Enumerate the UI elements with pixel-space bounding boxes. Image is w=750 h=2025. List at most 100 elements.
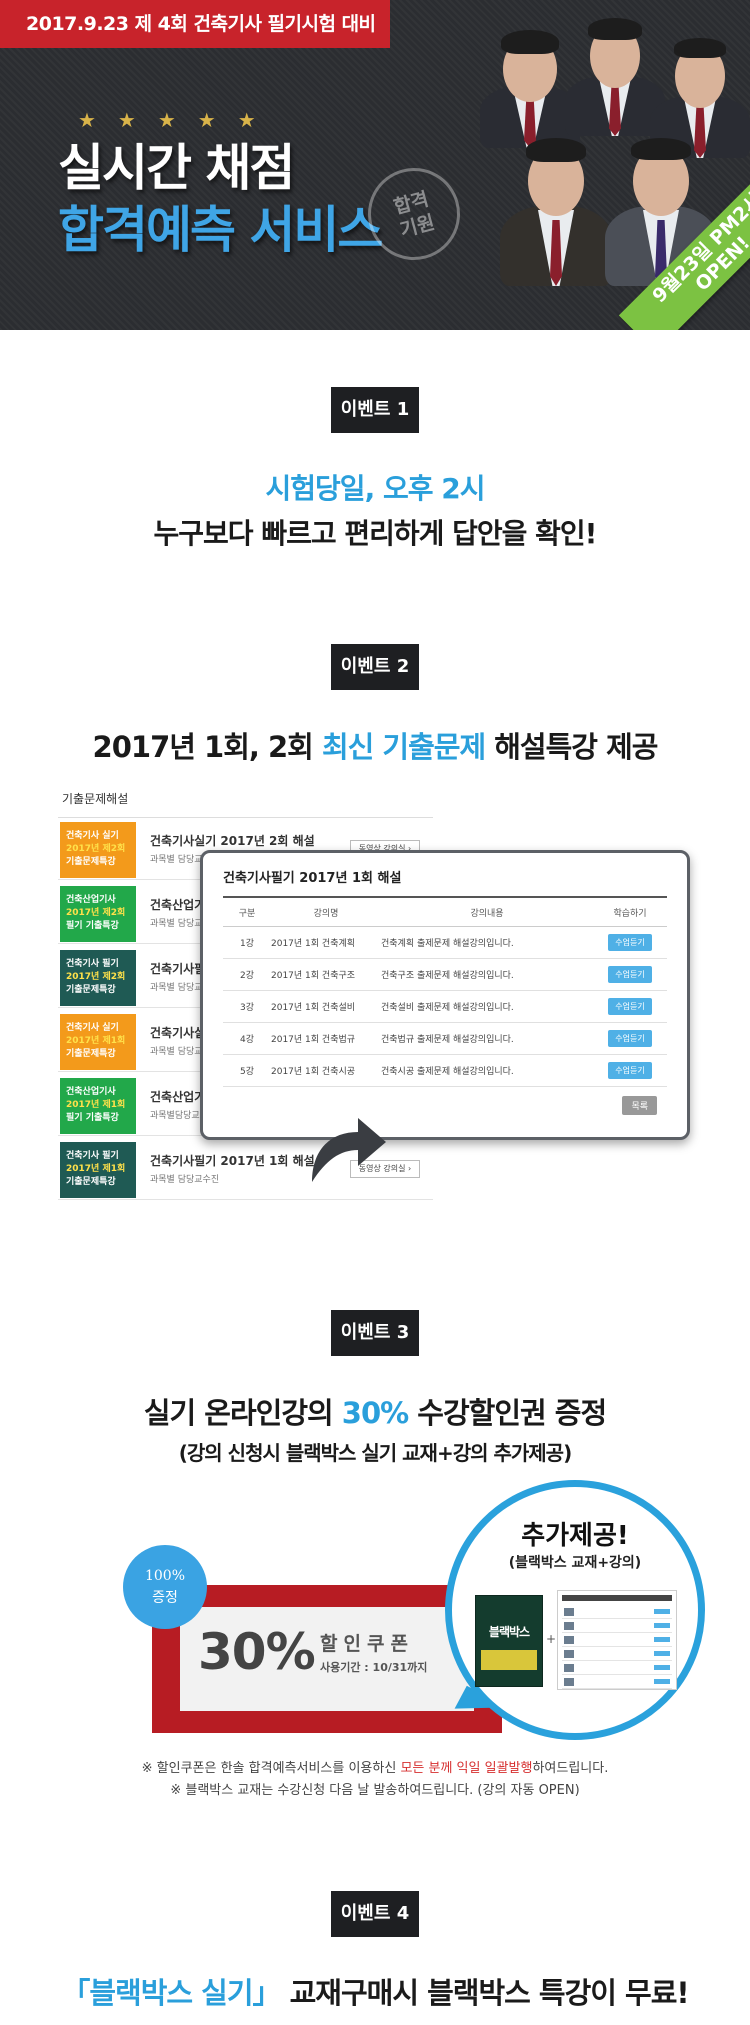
col-header: 구분 [223, 900, 271, 927]
instructor-photo [650, 28, 750, 158]
row-title[interactable]: 건축기사필 [150, 962, 206, 976]
bubble-subtitle: (블랙박스 교재+강의) [508, 1555, 642, 1571]
lecture-no: 2강 [223, 958, 271, 991]
event3-headline-c: 수강할인권 증정 [408, 1396, 607, 1430]
col-header: 강의내용 [381, 900, 593, 927]
badge-line2: 2017년 제1회 [66, 1164, 126, 1174]
lecture-name: 2017년 1회 건축설비 [271, 990, 381, 1023]
note1-b: 모든 분께 익일 일괄발행 [400, 1761, 533, 1776]
lecture-desc: 건축구조 출제문제 해설강의입니다. [381, 958, 593, 991]
row-subtitle: 과목별담당교 [150, 1111, 200, 1121]
row-title[interactable]: 건축산업기 [150, 1090, 206, 1104]
badge-line1: 건축기사 필기 [66, 1151, 119, 1161]
row-subtitle: 과목별 담당교수진 [150, 1175, 220, 1185]
bubble-title: 추가제공! [521, 1521, 629, 1551]
event1-line1: 시험당일, 오후 2시 [265, 472, 486, 505]
gift-line1: 100% [144, 1568, 186, 1584]
gift-circle: 100% 증정 [123, 1545, 207, 1629]
row-title[interactable]: 건축기사실기 2017년 2회 해설 [150, 834, 315, 848]
instructor-photo [500, 126, 612, 286]
event3-headline: 실기 온라인강의 30% 수강할인권 증정 [0, 1390, 750, 1432]
col-header: 학습하기 [593, 900, 667, 927]
row-title[interactable]: 건축기사실 [150, 1026, 206, 1040]
badge-line1: 건축기사 필기 [66, 959, 119, 969]
gift-line2: 증정 [152, 1590, 178, 1606]
badge-line3: 기출문제특강 [66, 1177, 116, 1187]
row-subtitle: 과목별 담당교 [150, 919, 203, 929]
attend-class-button[interactable]: 수업듣기 [608, 1029, 652, 1047]
event3-headline-b: 30% [341, 1396, 409, 1430]
instructor-photos [480, 8, 750, 330]
book-title: 블랙박스 [488, 1625, 530, 1639]
row-subtitle: 과목별 담당교수진 [150, 855, 220, 865]
col-header: 강의명 [271, 900, 381, 927]
badge-line1: 건축산업기사 [66, 1087, 116, 1097]
badge-line1: 건축기사 실기 [66, 1023, 119, 1033]
event1-line2: 누구보다 빠르고 편리하게 답안을 확인! [153, 517, 598, 550]
lecture-list-title: 기출문제해설 [58, 780, 433, 818]
event2-headline-c: 해설특강 제공 [485, 730, 658, 764]
lecture-no: 5강 [223, 1054, 271, 1087]
note1-a: ※ 할인쿠폰은 한솔 합격예측서비스를 이용하신 [141, 1761, 401, 1776]
video-lecture-button[interactable]: 동영상 강의실 › [350, 1160, 420, 1178]
event2-headline-a: 2017년 1회, 2회 [92, 730, 322, 764]
book-stripe [481, 1650, 537, 1670]
lecture-desc: 건축설비 출제문제 해설강의입니다. [381, 990, 593, 1023]
event2-headline-b: 최신 기출문제 [321, 730, 486, 764]
attend-class-button[interactable]: 수업듣기 [608, 1061, 652, 1079]
lecture-name: 2017년 1회 건축구조 [271, 958, 381, 991]
blackbox-book-image: 블랙박스 [475, 1595, 543, 1687]
lecture-name: 2017년 1회 건축시공 [271, 1054, 381, 1087]
badge-line2: 2017년 제2회 [66, 844, 126, 854]
exam-date-tab: 2017.9.23 제 4회 건축기사 필기시험 대비 [0, 0, 390, 48]
row-subtitle: 과목별 담당교 [150, 1047, 203, 1057]
attend-class-button[interactable]: 수업듣기 [608, 965, 652, 983]
coupon-note: ※ 할인쿠폰은 한솔 합격예측서비스를 이용하신 모든 분께 익일 일괄발행하여… [0, 1757, 750, 1776]
event2-badge: 이벤트 2 [331, 644, 419, 690]
badge-line3: 필기 기출특강 [66, 1113, 119, 1123]
lecture-name: 2017년 1회 건축법규 [271, 1022, 381, 1055]
hero-banner: 2017.9.23 제 4회 건축기사 필기시험 대비 ★★★★★ 실시간 채점… [0, 0, 750, 330]
coupon-inner: 30% 할인쿠폰 사용기간 : 10/31까지 [180, 1607, 474, 1711]
list-button[interactable]: 목록 [622, 1096, 657, 1115]
event4-headline-b: 교재구매시 블랙박스 특강이 무료! [280, 1976, 690, 2010]
instructor-photo [565, 8, 665, 136]
hero-title-line2: 합격예측 서비스 [58, 201, 383, 259]
hero-title-line1: 실시간 채점 [58, 139, 295, 197]
curved-arrow-icon [312, 1118, 386, 1182]
row-subtitle: 과목별 담당교 [150, 983, 203, 993]
row-title[interactable]: 건축기사필기 2017년 1회 해설 [150, 1154, 315, 1168]
lecture-no: 3강 [223, 990, 271, 1023]
event3-badge: 이벤트 3 [331, 1310, 419, 1356]
lecture-no: 4강 [223, 1022, 271, 1055]
row-title[interactable]: 건축산업기 [150, 898, 206, 912]
stars-decoration: ★★★★★ [78, 108, 278, 132]
event1-badge: 이벤트 1 [331, 387, 419, 433]
badge-line3: 필기 기출특강 [66, 921, 119, 931]
badge-line3: 기출문제특강 [66, 857, 116, 867]
attend-class-button[interactable]: 수업듣기 [608, 933, 652, 951]
instructor-photo [480, 18, 580, 148]
coupon-name: 할인쿠폰 [320, 1633, 414, 1655]
coupon-period: 사용기간 : 10/31까지 [320, 1661, 428, 1674]
attend-class-button[interactable]: 수업듣기 [608, 997, 652, 1015]
event2-headline: 2017년 1회, 2회 최신 기출문제 해설특강 제공 [0, 724, 750, 766]
lecture-desc: 건축법규 출제문제 해설강의입니다. [381, 1022, 593, 1055]
lecture-desc: 건축계획 출제문제 해설강의입니다. [381, 926, 593, 959]
event4-headline-a: 「블랙박스 실기」 [61, 1976, 281, 2010]
event4-headline: 「블랙박스 실기」 교재구매시 블랙박스 특강이 무료! [0, 1970, 750, 2012]
badge-line2: 2017년 제2회 [66, 908, 126, 918]
badge-line1: 건축산업기사 [66, 895, 116, 905]
lecture-no: 1강 [223, 926, 271, 959]
